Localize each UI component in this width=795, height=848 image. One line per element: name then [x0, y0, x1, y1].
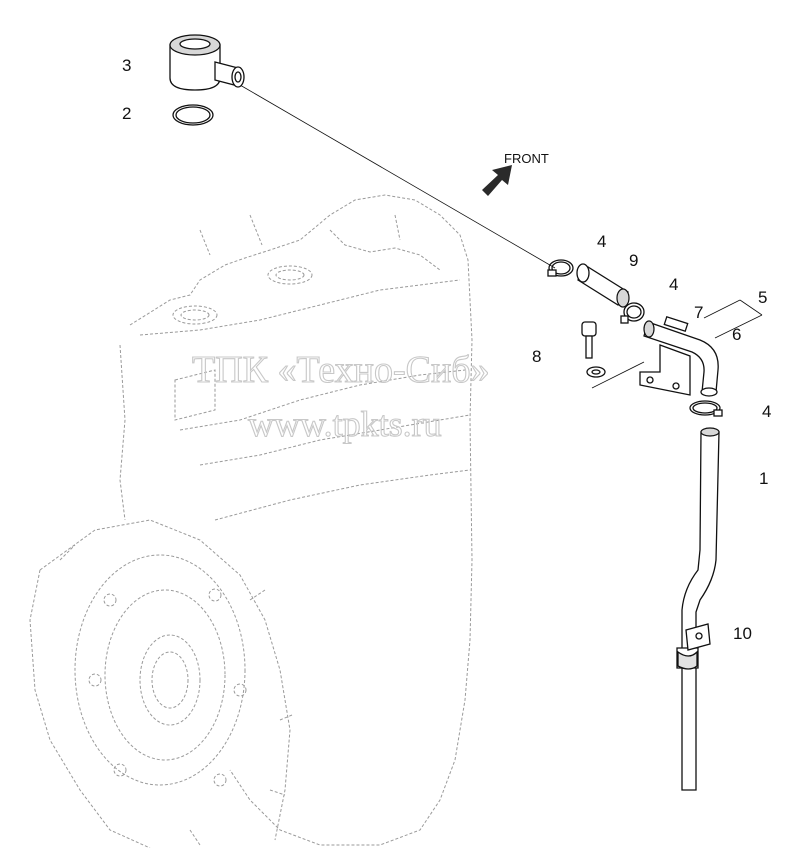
watermark-website: www.tpkts.ru: [248, 404, 442, 444]
front-arrow-icon: [482, 165, 512, 196]
hose-clamp-lower: [689, 400, 723, 417]
bolt-and-washer: [581, 321, 645, 389]
callout-10: 10: [733, 624, 752, 643]
callout-4-upper: 4: [597, 232, 606, 251]
hose-segment: [576, 263, 630, 308]
leader-line-breather: [239, 84, 556, 269]
hose-clamp-middle: [620, 302, 645, 324]
front-label: FRONT: [504, 151, 549, 166]
callout-8: 8: [532, 347, 541, 366]
callout-6: 6: [732, 325, 741, 344]
callout-4-lower: 4: [762, 402, 771, 421]
breather-housing: [169, 34, 245, 91]
flywheel-housing-outline: [29, 519, 293, 848]
engine-block-outline: [119, 194, 473, 846]
callout-leaders: [703, 299, 763, 339]
callout-2: 2: [122, 104, 131, 123]
callout-4-middle: 4: [669, 275, 678, 294]
drain-tube: [681, 427, 720, 791]
hose-clamp-upper: [547, 259, 574, 277]
tube-clip: [676, 623, 711, 670]
callout-1: 1: [759, 469, 768, 488]
watermark-company: ТПК «Техно-Сиб»: [192, 349, 490, 391]
callout-3: 3: [122, 56, 131, 75]
callout-5: 5: [758, 288, 767, 307]
callout-9: 9: [629, 251, 638, 270]
o-ring: [172, 104, 214, 126]
callout-7: 7: [694, 303, 703, 322]
elbow-pipe-with-bracket: [639, 315, 719, 397]
